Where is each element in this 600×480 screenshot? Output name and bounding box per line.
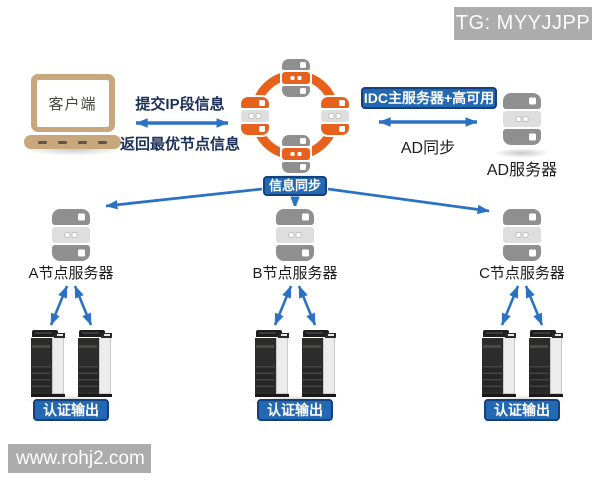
info-sync-badge: 信息同步	[263, 176, 327, 196]
node-a-label: A节点服务器	[28, 265, 114, 282]
cluster-server-left-icon	[239, 95, 271, 137]
client-laptop-icon: 客户端	[24, 74, 121, 149]
node-c-label: C节点服务器	[479, 265, 565, 282]
printer-icon	[30, 330, 65, 397]
arrow-sync-node-a	[105, 187, 263, 210]
node-a-printers	[16, 330, 126, 397]
arrow-sync-node-c	[327, 187, 490, 215]
ad-server-shadow	[494, 148, 550, 158]
client-label: 客户端	[36, 80, 109, 127]
node-c-auth-output-badge: 认证输出	[484, 399, 560, 421]
idc-cluster-icon	[232, 52, 358, 182]
laptop-keyboard-base	[24, 135, 121, 149]
node-b-server-icon	[273, 206, 317, 264]
node-group-a: A节点服务器 认证输出	[16, 206, 126, 426]
idc-main-badge: IDC主服务器+高可用	[361, 87, 497, 109]
return-node-caption: 返回最优节点信息	[119, 136, 240, 153]
node-group-c: C节点服务器 认证输出	[467, 206, 577, 426]
node-c-server-icon	[500, 206, 544, 264]
node-c-printers	[467, 330, 577, 397]
node-b-printers	[240, 330, 350, 397]
ad-sync-caption: AD同步	[400, 140, 456, 157]
cluster-server-top-icon	[280, 57, 312, 99]
node-b-auth-output-badge: 认证输出	[257, 399, 333, 421]
node-b-label: B节点服务器	[252, 265, 338, 282]
ad-server-label: AD服务器	[486, 162, 558, 179]
site-watermark-badge: www.rohj2.com	[8, 444, 151, 473]
ad-server-icon	[500, 90, 544, 148]
node-a-server-icon	[49, 206, 93, 264]
printer-icon	[301, 330, 336, 397]
printer-icon	[254, 330, 289, 397]
node-a-auth-output-badge: 认证输出	[33, 399, 109, 421]
printer-icon	[481, 330, 516, 397]
cluster-server-right-icon	[319, 95, 351, 137]
tg-watermark-badge: TG: MYYJJPP	[454, 7, 592, 40]
laptop-screen: 客户端	[30, 74, 115, 132]
cluster-server-bottom-icon	[280, 133, 312, 175]
node-group-b: B节点服务器 认证输出	[240, 206, 350, 426]
printer-icon	[77, 330, 112, 397]
printer-icon	[528, 330, 563, 397]
submit-ip-caption: 提交IP段信息	[135, 96, 225, 113]
